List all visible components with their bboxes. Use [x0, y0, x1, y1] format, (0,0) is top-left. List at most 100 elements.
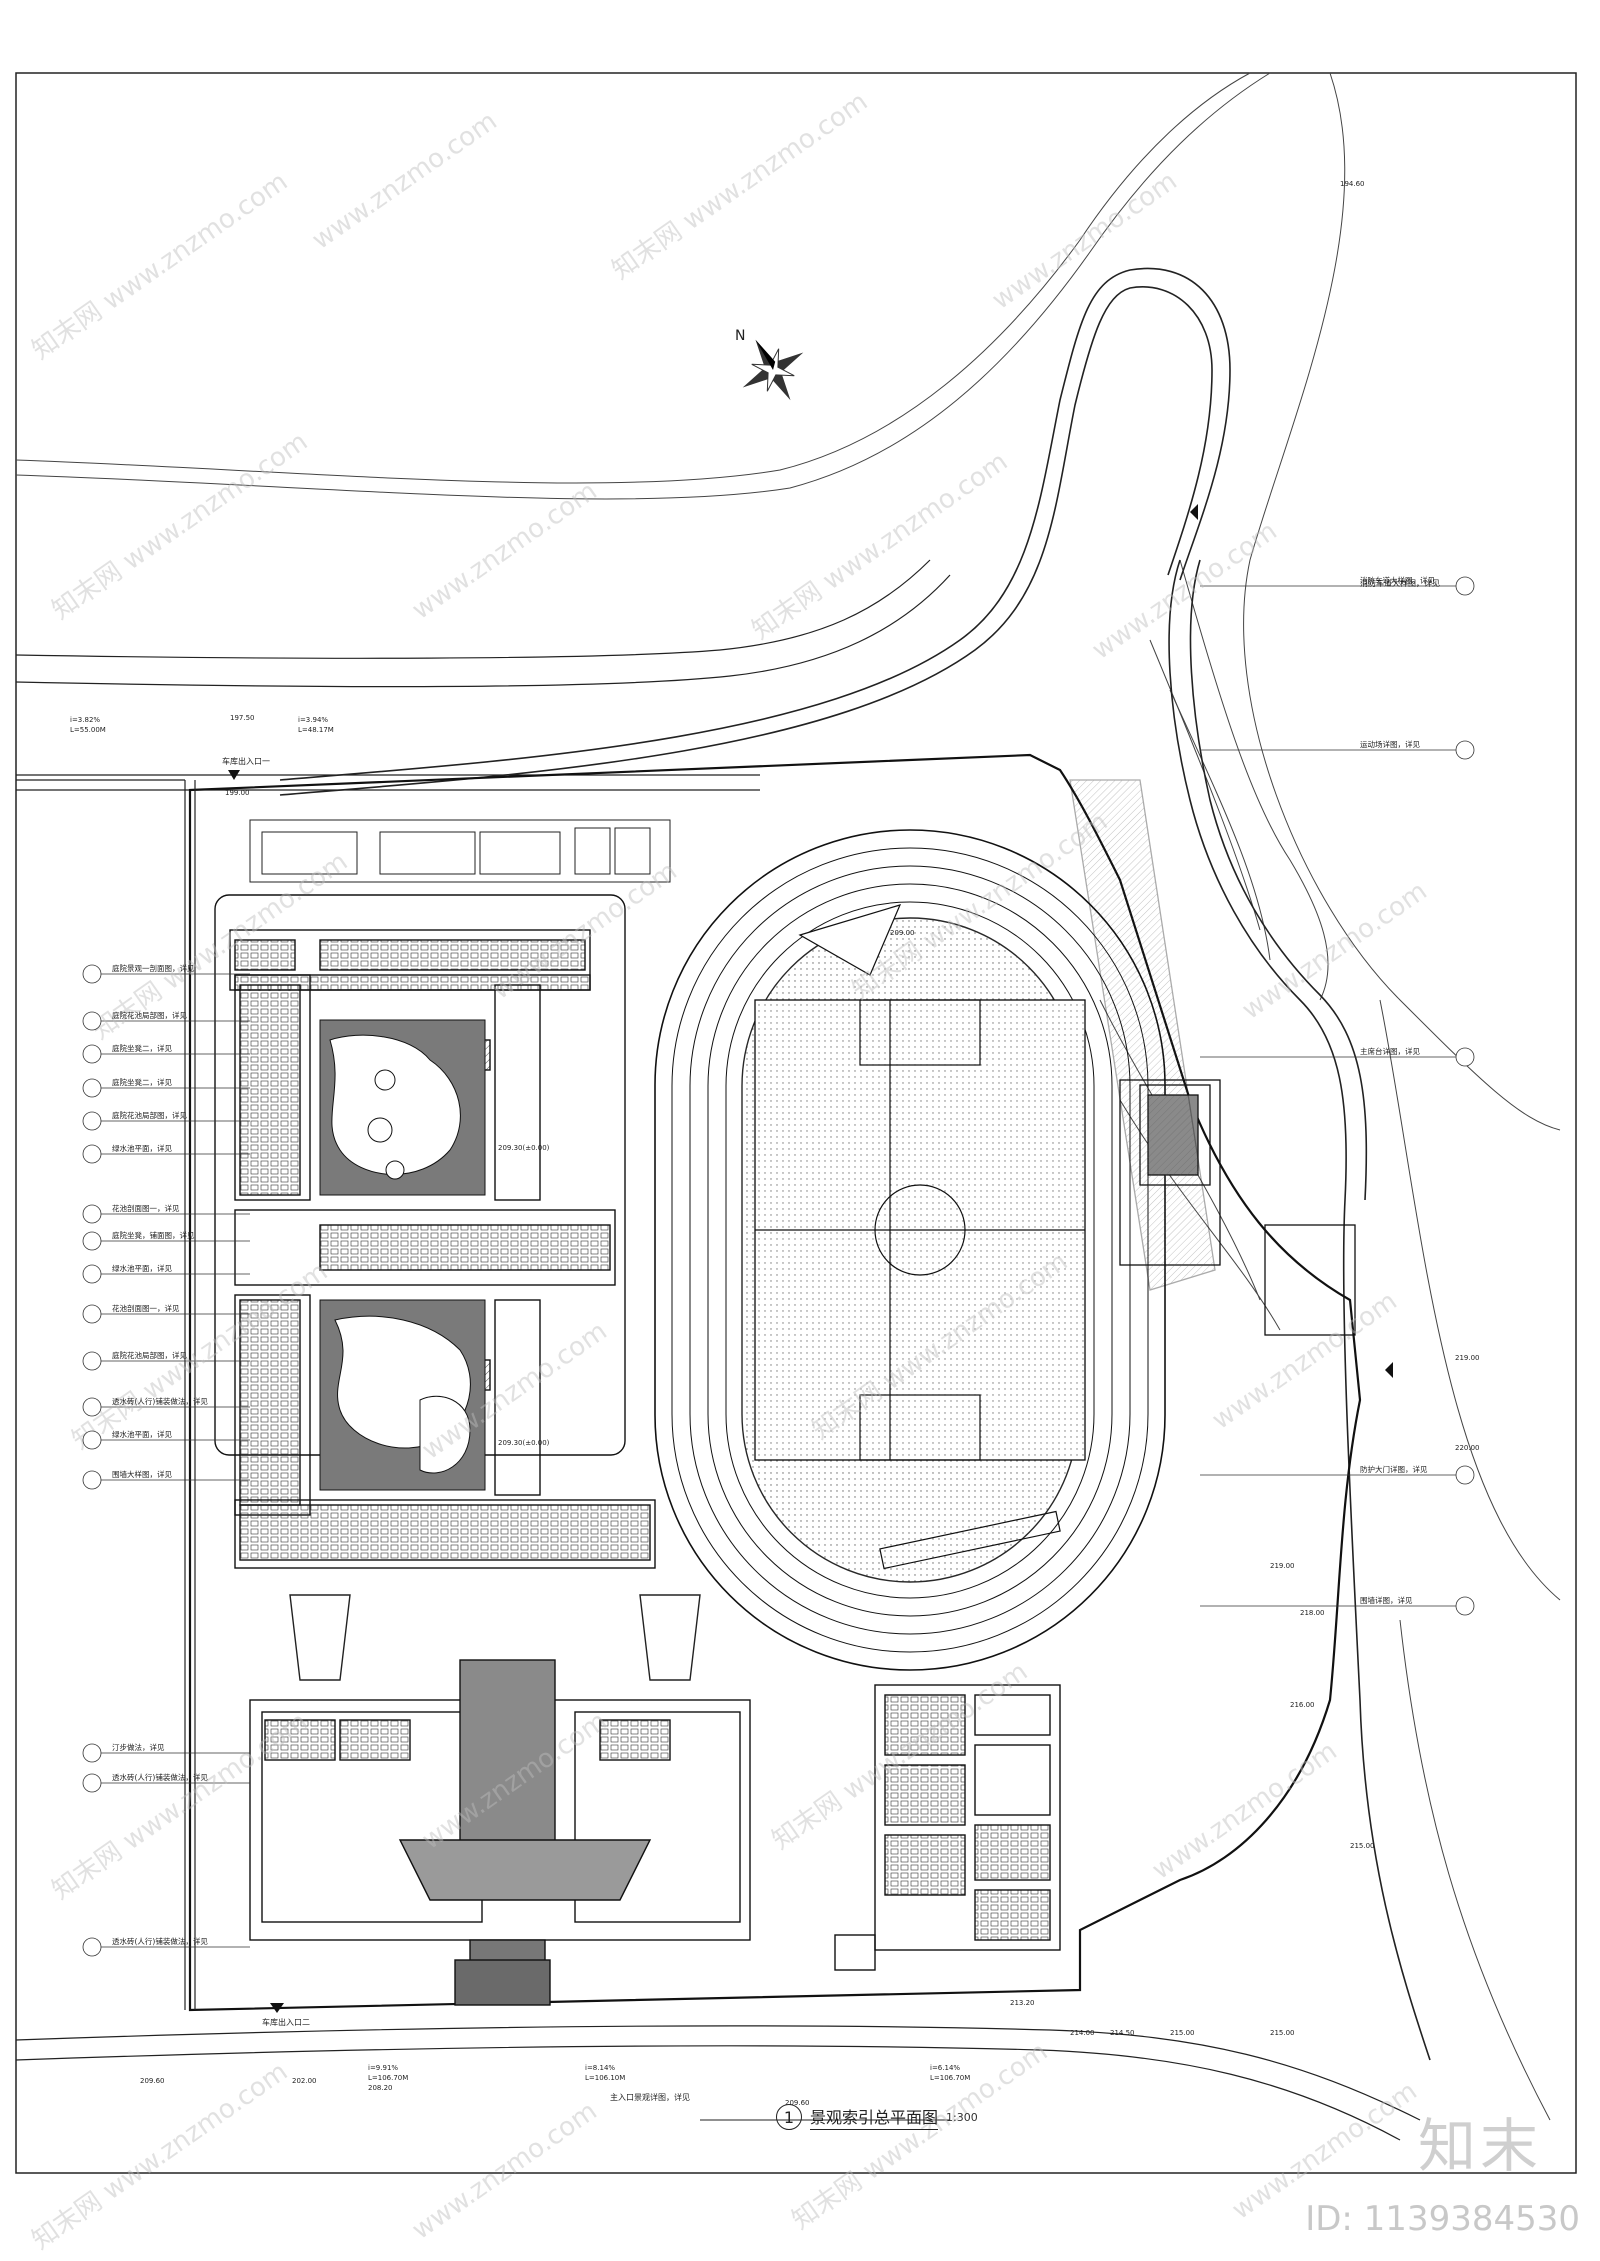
- drawing-title: 1 景观索引总平面图 1:300: [776, 2102, 978, 2132]
- index-symbol: [1455, 740, 1475, 760]
- index-callout-label: 庭院花池局部图，详见: [112, 1010, 187, 1020]
- building-elevation-labels: 209.30(±0.00)209.30(±0.00): [498, 1144, 550, 1447]
- brand-id: ID: 1139384530: [1305, 2199, 1580, 2239]
- index-callout-label: 消防车道大样图，详见: [1360, 575, 1435, 585]
- slope-notes: i=3.82% L=55.00M i=3.94% L=48.17M i=9.91% L=1…: [70, 716, 970, 2082]
- top-parking: [249, 819, 671, 883]
- watermark-text: www.znzmo.com: [1087, 516, 1283, 666]
- slope-note: i=6.14%: [930, 2064, 960, 2072]
- north-road: [15, 559, 951, 791]
- drawing-number: 1: [776, 2104, 802, 2130]
- elevation-label: 218.00: [1300, 1609, 1325, 1617]
- watermark-text: www.znzmo.com: [307, 106, 503, 256]
- west-strip: [16, 779, 196, 2010]
- main-building: [249, 1594, 751, 2006]
- index-symbol: [82, 1773, 102, 1793]
- drawing-border: [15, 72, 1577, 2174]
- index-symbol: [82, 1264, 102, 1284]
- index-callout-label: 庭院景观一剖面图，详见: [112, 963, 195, 973]
- watermark-text: www.znzmo.com: [987, 166, 1183, 316]
- index-callout-label: 绿水池平面，详见: [112, 1263, 172, 1273]
- watermark-text: 知末网 www.znzmo.com: [47, 427, 313, 626]
- index-symbol: [82, 1111, 102, 1131]
- index-callout-label: 庭院坐凳二，详见: [112, 1043, 172, 1053]
- elevation-label: 208.20: [368, 2084, 393, 2092]
- watermark-text: 知末网 www.znzmo.com: [607, 87, 873, 286]
- index-callout-label: 主席台详图，详见: [1360, 1046, 1420, 1056]
- left-callout-labels: 庭院景观一剖面图，详见庭院花池局部图，详见庭院坐凳二，详见庭院坐凳二，详见庭院花…: [82, 963, 208, 1490]
- watermark-text: 知末网 www.znzmo.com: [27, 167, 293, 366]
- hairpin-road: [279, 267, 1431, 2061]
- slope-note: L=106.10M: [585, 2074, 625, 2082]
- entrance-arrow-icons: [228, 504, 1393, 2013]
- index-callout-label: 运动场详图，详见: [1360, 739, 1420, 749]
- elevation-label: 209.60: [785, 2099, 810, 2107]
- watermark-text: www.znzmo.com: [407, 476, 603, 626]
- index-symbol: [82, 1204, 102, 1224]
- index-callout-label: 绿水池平面，详见: [112, 1143, 172, 1153]
- elevation-label: 209.00: [890, 929, 915, 937]
- elevation-label: 202.00: [292, 2077, 317, 2085]
- entrance-south-label: 车库出入口二: [262, 2017, 310, 2027]
- index-symbol: [1455, 576, 1475, 596]
- elevation-label: 219.00: [1455, 1354, 1480, 1362]
- slope-note: L=48.17M: [298, 726, 334, 734]
- index-callout-label: 透水砖(人行)铺装做法，详见: [112, 1936, 208, 1946]
- right-callout-leaders: [1200, 585, 1456, 1607]
- index-symbol: [82, 1304, 102, 1324]
- elevation-label: 209.60: [140, 2077, 165, 2085]
- index-callout-label: 绿水池平面，详见: [112, 1429, 172, 1439]
- index-symbol: [82, 1231, 102, 1251]
- index-callout-label: 围墙详图，详见: [1360, 1595, 1413, 1605]
- index-symbol: [82, 1937, 102, 1957]
- brand-logo: 知末: [1417, 2112, 1542, 2180]
- index-symbol: [82, 1351, 102, 1371]
- watermark-text: 知末网 www.znzmo.com: [27, 2057, 293, 2256]
- elevation-label: 214.50: [1110, 2029, 1135, 2037]
- elevation-label: 197.50: [230, 714, 255, 722]
- index-symbol: [82, 1430, 102, 1450]
- elevation-label: 215.00: [1270, 2029, 1295, 2037]
- elevation-label: 216.00: [1290, 1701, 1315, 1709]
- index-symbol: [1455, 1047, 1475, 1067]
- contour-lines: [15, 72, 1561, 2121]
- index-callout-label: 透水砖(人行)铺装做法，详见: [112, 1396, 208, 1406]
- slope-note: i=8.14%: [585, 2064, 615, 2072]
- elevation-label: 220.00: [1455, 1444, 1480, 1452]
- football-field: [754, 904, 1086, 1570]
- slope-note: i=9.91%: [368, 2064, 398, 2072]
- watermark-text: 知末网 www.znzmo.com: [47, 1707, 313, 1906]
- elevation-label: 213.20: [1010, 1999, 1035, 2007]
- slope-note: L=55.00M: [70, 726, 106, 734]
- entrance-north-label: 车库出入口一: [222, 756, 270, 766]
- index-symbol: [82, 1397, 102, 1417]
- index-callout-label: 花池剖面图一，详见: [112, 1203, 180, 1213]
- main-entrance-label: 主入口景观详图，详见: [610, 2092, 690, 2102]
- east-stand: [1069, 779, 1356, 1336]
- index-symbol: [82, 1078, 102, 1098]
- watermark-text: www.znzmo.com: [407, 2096, 603, 2246]
- slope-note: i=3.94%: [298, 716, 328, 724]
- index-symbol: [82, 1743, 102, 1763]
- building-elevation: 209.30(±0.00): [498, 1144, 550, 1152]
- index-symbol: [82, 1470, 102, 1490]
- index-callout-label: 防护大门详图，详见: [1360, 1464, 1428, 1474]
- index-callout-label: 庭院花池局部图，详见: [112, 1110, 187, 1120]
- index-symbol: [1455, 1465, 1475, 1485]
- south-road: [15, 2025, 1421, 2141]
- index-callout-label: 花池剖面图一，详见: [112, 1303, 180, 1313]
- drawing-title-text: 景观索引总平面图: [810, 2104, 939, 2130]
- index-callout-label: 庭院坐凳二，详见: [112, 1077, 172, 1087]
- elevation-label: 215.00: [1170, 2029, 1195, 2037]
- right-callout-labels: 消防车道大样图，详见运动场详图，详见主席台详图，详见防护大门详图，详见围墙详图，…: [1360, 575, 1475, 1616]
- index-symbol: [82, 1044, 102, 1064]
- drawing-scale: 1:300: [946, 2110, 978, 2124]
- courtyard-gardens: [319, 1019, 486, 1491]
- index-symbol: [82, 1144, 102, 1164]
- watermark-text: 知末网 www.znzmo.com: [747, 447, 1013, 646]
- slope-note: i=3.82%: [70, 716, 100, 724]
